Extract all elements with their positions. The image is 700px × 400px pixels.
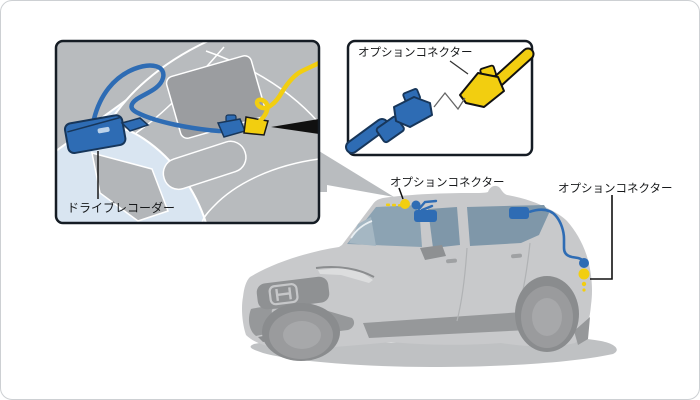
headlight [318,268,373,283]
interior-detail-inset [54,39,321,225]
rocker-panel [363,312,529,338]
headlight-brow [315,266,375,278]
front-option-connector-label: オプションコネクター [390,175,505,189]
drive-recorder-unit [63,114,150,155]
front-drive-recorder-group [386,187,438,222]
front-grille [256,276,330,310]
door-handle-front [446,258,457,264]
connector-link-line [433,91,466,111]
headliner-seam-3 [205,50,319,124]
connector-detail-inset [345,39,535,157]
yellow-dash [398,204,401,207]
connector-label-leader [449,60,469,75]
yellow-dash [386,203,390,207]
honda-logo-icon [268,283,299,306]
rear-option-connector-label: オプションコネクター [558,181,673,195]
rear-camera-group [509,195,613,292]
headliner-seam-2 [201,158,319,223]
door-seam-front [456,247,468,322]
rear-option-connector-marker [578,268,590,280]
connector-pointer-wedge [271,119,319,134]
front-callout-line [398,187,404,200]
drive-recorder-label: ドライブレコーダー [67,201,176,215]
yellow-dash [581,281,587,287]
interior-inset-border [54,39,321,225]
inset-pointer-wedge [319,151,394,197]
rear-wheel [515,276,579,352]
front-recorder-cable [417,199,438,212]
door-handle-rear [511,253,522,259]
option-connector-yellow [459,47,535,108]
recorder-cable-blue [91,63,231,134]
vehicle-illustration [242,185,617,367]
yellow-connector [243,116,269,136]
windshield-highlight [350,220,373,239]
option-connector-blue [345,88,433,154]
option-connector-inset-label: オプションコネクター [358,45,473,59]
rear-callout-line [590,195,613,280]
recorder-bracket [120,117,150,132]
front-wheel [262,303,340,361]
door-mirror [420,245,446,260]
yellow-dash [392,203,396,207]
yellow-dash [582,288,586,292]
rear-camera-cable [528,208,586,265]
windshield-reflection [349,217,376,246]
rear-bumper [574,317,590,345]
front-option-connector-marker [400,199,410,209]
option-cable-yellow [254,60,319,124]
rear-blue-connector-dot [579,258,589,268]
rear-camera-unit [509,207,529,219]
rearview-mirror [162,140,247,191]
front-recorder-unit [414,210,437,222]
front-blue-connector-dot [411,200,421,210]
